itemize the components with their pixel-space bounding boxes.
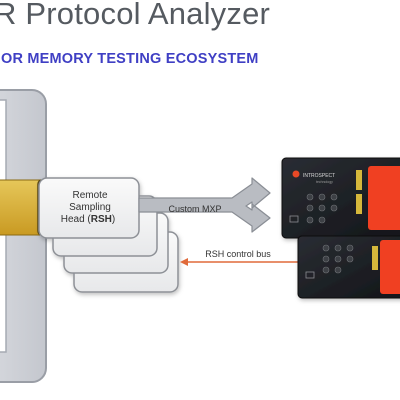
analyzer-unit-bottom	[297, 235, 400, 299]
memory-rail	[0, 89, 47, 383]
control-bus-label: RSH control bus	[205, 249, 271, 259]
brand-logo-icon	[292, 170, 300, 178]
brand-subname: technology	[316, 180, 333, 184]
rsh-stack	[38, 177, 179, 293]
custom-mxp-label: Custom MXP	[168, 204, 221, 214]
rsh-label-line3: Head (RSH)	[61, 214, 115, 225]
rsh-label-line2: Sampling	[69, 202, 111, 213]
rsh-label-suffix: )	[112, 214, 115, 225]
rsh-label-bold: RSH	[91, 214, 112, 225]
analyzer-unit-top: INTROSPECT technology	[281, 157, 400, 239]
page-title: R Protocol Analyzer	[0, 0, 271, 31]
rsh-label-prefix: Head (	[61, 214, 92, 225]
mxp-cable: Custom MXP	[138, 177, 271, 233]
rsh-label: Remote Sampling Head (RSH)	[61, 190, 115, 225]
brand-name: INTROSPECT	[303, 173, 335, 179]
control-bus-arrow: RSH control bus	[180, 249, 298, 266]
page-subtitle: OR MEMORY TESTING ECOSYSTEM	[1, 51, 259, 67]
rsh-label-line1: Remote	[72, 190, 107, 201]
